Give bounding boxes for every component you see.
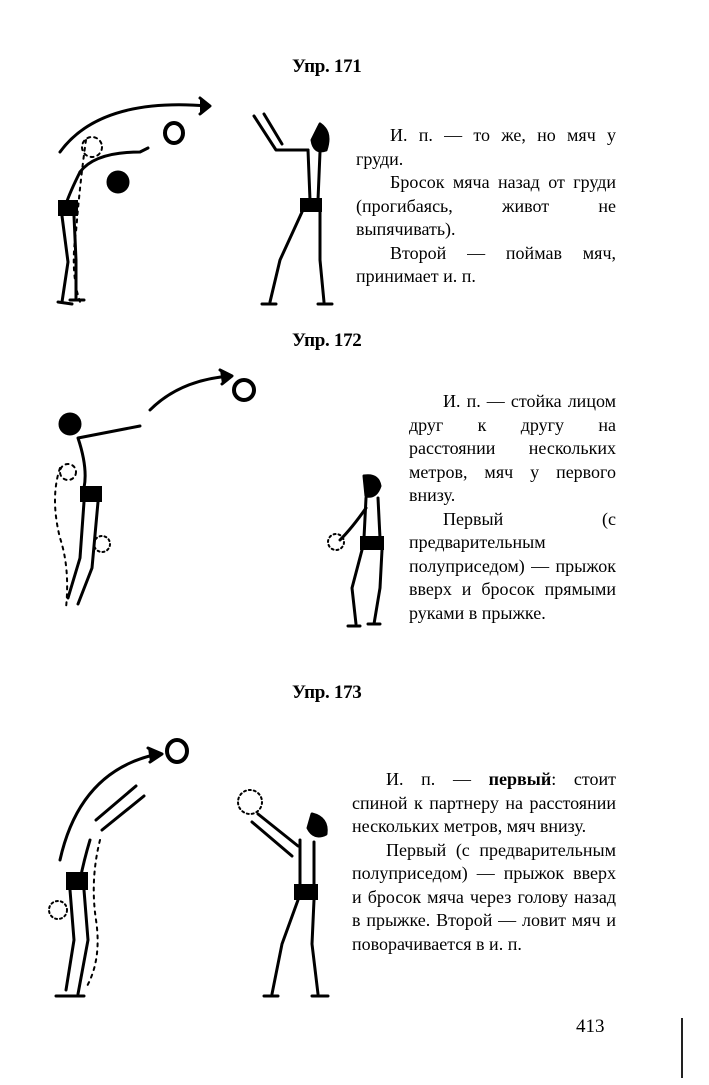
exercise-171-paragraph: И. п. — то же, но мяч у груди.: [356, 125, 616, 169]
exercise-172-paragraph: И. п. — стойка лицом друг к другу на рас…: [409, 391, 616, 505]
exercise-171-heading: Упр. 171: [292, 56, 362, 77]
text-run: И. п. —: [386, 769, 489, 789]
exercise-171-thrower-figure: [40, 92, 230, 312]
exercise-173-paragraph: И. п. — первый: стоит спиной к партнеру …: [352, 768, 616, 839]
text-run: : стоит спиной к партнеру на расстоянии …: [352, 769, 616, 836]
page-edge-line: [681, 1018, 683, 1078]
exercise-173-heading: Упр. 173: [292, 682, 362, 703]
exercise-173-description: И. п. — первый: стоит спиной к партнеру …: [352, 768, 616, 956]
exercise-173-paragraph: Первый (с предварительным полуприседом) …: [352, 839, 616, 954]
exercise-173-thrower-figure: [40, 740, 200, 1002]
exercise-173-ball: [160, 734, 194, 768]
exercise-172-ball: [228, 374, 260, 406]
exercise-171-paragraph: Бросок мяча назад от груди (прогибаясь, …: [356, 172, 616, 239]
exercise-172-heading: Упр. 172: [292, 330, 362, 351]
page-number: 413: [576, 1016, 605, 1037]
exercise-172-paragraph: Первый (с предварительным полуприседом) …: [409, 508, 616, 623]
exercise-171-ball: [160, 118, 190, 148]
exercise-173-catcher-figure: [228, 784, 338, 1004]
exercise-172-catcher-figure: [318, 468, 384, 632]
exercise-172-description: И. п. — стойка лицом друг к другу на рас…: [409, 390, 616, 625]
exercise-171-paragraph: Второй — поймав мяч, принимает и. п.: [356, 242, 616, 287]
emphasis-first: первый: [488, 769, 552, 789]
exercise-172-thrower-figure: [40, 368, 270, 628]
exercise-171-catcher-figure: [240, 110, 340, 310]
exercise-171-description: И. п. — то же, но мяч у груди. Бросок мя…: [356, 124, 616, 289]
